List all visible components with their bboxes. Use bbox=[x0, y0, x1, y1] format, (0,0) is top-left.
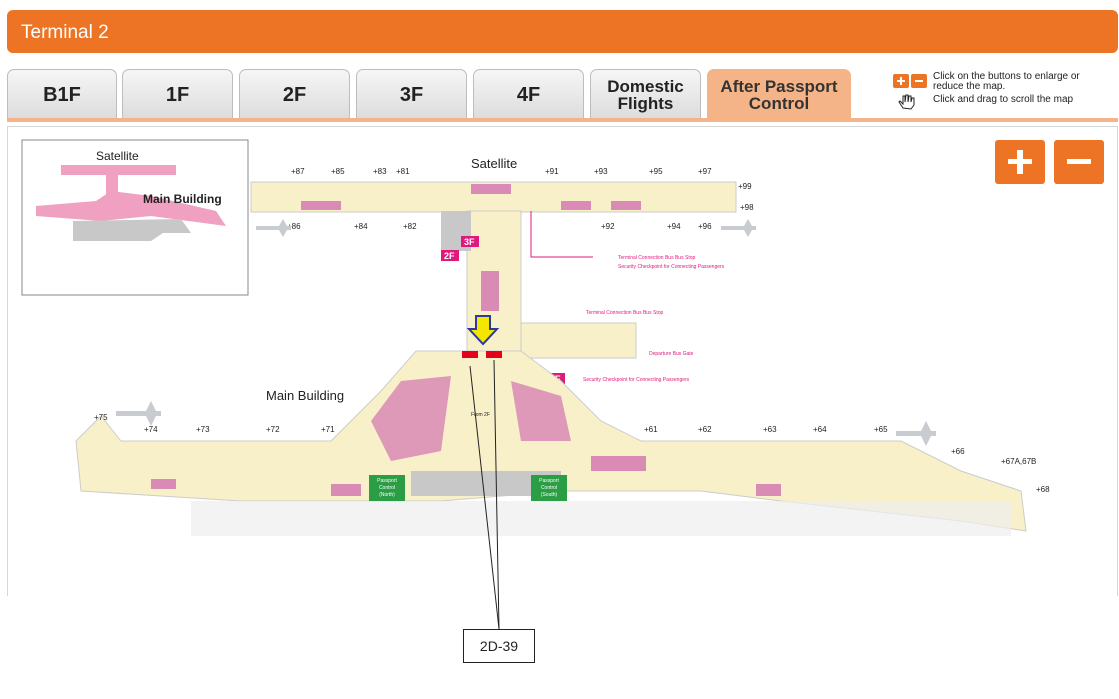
svg-text:Passport: Passport bbox=[377, 478, 397, 484]
gate-97: +97 bbox=[698, 167, 712, 176]
gate-75: +75 bbox=[94, 413, 108, 422]
gate-callout-box: 2D-39 bbox=[463, 629, 535, 663]
gate-marker-right bbox=[486, 351, 502, 358]
terminal-title: Terminal 2 bbox=[21, 22, 109, 43]
svg-text:(South): (South) bbox=[541, 492, 558, 498]
tab-after-passport-control[interactable]: After Passport Control bbox=[707, 69, 851, 119]
gate-64: +64 bbox=[813, 425, 827, 434]
inset-overview: Satellite Main Building bbox=[21, 139, 249, 296]
tab-label-line1: After Passport bbox=[720, 77, 838, 96]
zoom-buttons-icon bbox=[893, 74, 927, 88]
airplane-icon bbox=[721, 219, 756, 237]
passport-control-north bbox=[369, 475, 405, 501]
zoom-help-text-2: reduce the map. bbox=[933, 81, 1006, 92]
gate-65: +65 bbox=[874, 425, 888, 434]
tab-label: 3F bbox=[399, 84, 424, 106]
floor-tabs: B1F 1F 2F 3F 4F Domestic Flights After P… bbox=[7, 69, 1118, 119]
legend-bus-stop-satellite: Terminal Connection Bus Bus Stop bbox=[618, 255, 695, 261]
bus-gate-area bbox=[520, 322, 637, 359]
gate-87: +87 bbox=[291, 167, 305, 176]
gate-location-marker bbox=[462, 315, 502, 358]
map-viewport[interactable]: Satellite Main Building Satellite +87 +8… bbox=[7, 126, 1118, 596]
tab-label: 4F bbox=[516, 84, 541, 106]
gate-93: +93 bbox=[594, 167, 608, 176]
tab-label-line2: Control bbox=[748, 94, 810, 113]
gate-67a-67b: +67A,67B bbox=[1001, 457, 1036, 466]
hand-drag-icon bbox=[898, 94, 915, 110]
gate-85: +85 bbox=[331, 167, 345, 176]
satellite-area: Satellite bbox=[250, 156, 737, 352]
gate-94: +94 bbox=[667, 222, 681, 231]
gate-71: +71 bbox=[321, 425, 335, 434]
airplane-icon bbox=[256, 219, 291, 237]
terminal-title-bar: Terminal 2 bbox=[7, 10, 1118, 53]
tab-label-line1: Domestic bbox=[607, 77, 684, 96]
gate-66: +66 bbox=[951, 447, 965, 456]
inset-main-building-label: Main Building bbox=[143, 192, 222, 206]
gate-73: +73 bbox=[196, 425, 210, 434]
svg-text:(North): (North) bbox=[379, 492, 395, 498]
tab-4f[interactable]: 4F bbox=[473, 69, 584, 119]
tab-domestic-flights[interactable]: Domestic Flights bbox=[590, 69, 701, 119]
from-2f-label: From 2F bbox=[471, 412, 490, 418]
gate-61: +61 bbox=[644, 425, 658, 434]
gate-72: +72 bbox=[266, 425, 280, 434]
departure-bus-gate-label: Departure Bus Gate bbox=[649, 351, 694, 357]
inset-satellite-label: Satellite bbox=[96, 149, 139, 163]
zoom-help-text-1: Click on the buttons to enlarge or bbox=[933, 71, 1080, 82]
tab-label: B1F bbox=[43, 84, 81, 106]
gate-96: +96 bbox=[698, 222, 712, 231]
zoom-out-button[interactable] bbox=[1054, 140, 1104, 184]
legend-security-satellite: Security Checkpoint for Connecting Passe… bbox=[618, 264, 725, 270]
main-building-label: Main Building bbox=[266, 388, 344, 403]
svg-text:Control: Control bbox=[379, 485, 395, 491]
gate-84: +84 bbox=[354, 222, 368, 231]
gate-91: +91 bbox=[545, 167, 559, 176]
tab-label: 2F bbox=[282, 84, 307, 106]
airplane-icon bbox=[896, 421, 936, 446]
gate-82: +82 bbox=[403, 222, 417, 231]
security-checkpoint-label: Security Checkpoint for Connecting Passe… bbox=[583, 377, 690, 383]
floor-badge-2f-satellite: 2F bbox=[444, 251, 455, 261]
svg-text:Control: Control bbox=[541, 485, 557, 491]
gate-63: +63 bbox=[763, 425, 777, 434]
gate-62: +62 bbox=[698, 425, 712, 434]
drag-help-text: Click and drag to scroll the map bbox=[933, 94, 1074, 105]
tab-1f[interactable]: 1F bbox=[122, 69, 233, 119]
gate-95: +95 bbox=[649, 167, 663, 176]
gate-83: +83 bbox=[373, 167, 387, 176]
tab-underline bbox=[7, 118, 1118, 122]
svg-text:Passport: Passport bbox=[539, 478, 559, 484]
passport-control-south bbox=[531, 475, 567, 501]
zoom-in-button[interactable] bbox=[995, 140, 1045, 184]
tab-3f[interactable]: 3F bbox=[356, 69, 467, 119]
gate-marker-left bbox=[462, 351, 478, 358]
tab-label: 1F bbox=[165, 84, 190, 106]
gate-98: +98 bbox=[740, 203, 754, 212]
gate-74: +74 bbox=[144, 425, 158, 434]
floor-badge-3f-satellite: 3F bbox=[464, 237, 475, 247]
bus-stop-label: Terminal Connection Bus Bus Stop bbox=[586, 310, 663, 316]
gate-81: +81 bbox=[396, 167, 410, 176]
terminal-floor-map[interactable]: Satellite Main Building Satellite +87 +8… bbox=[8, 127, 1118, 596]
airplane-icon bbox=[116, 401, 161, 426]
gate-92: +92 bbox=[601, 222, 615, 231]
satellite-label: Satellite bbox=[471, 156, 517, 171]
tab-b1f[interactable]: B1F bbox=[7, 69, 117, 119]
gate-callout-label: 2D-39 bbox=[479, 638, 519, 654]
tab-2f[interactable]: 2F bbox=[239, 69, 350, 119]
main-building-area: Main Building bbox=[75, 350, 1027, 536]
down-arrow-icon bbox=[466, 315, 500, 346]
gate-86: +86 bbox=[287, 222, 301, 231]
gate-99: +99 bbox=[738, 182, 752, 191]
tab-label-line2: Flights bbox=[617, 94, 674, 113]
gate-68: +68 bbox=[1036, 485, 1050, 494]
